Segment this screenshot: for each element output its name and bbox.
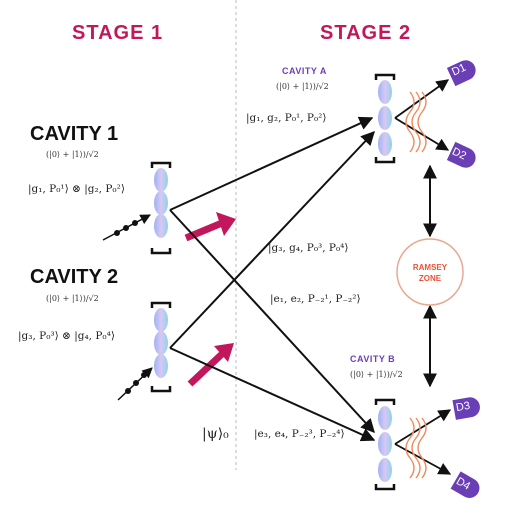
pump-arrow-1 [184,212,236,242]
ramsey-line-1: RAMSEY [412,263,448,272]
atom-beam-1 [102,214,151,241]
cavity-a-superposition: (|0⟩ + |1⟩)/√2 [276,82,329,91]
initial-state-label: |ψ⟩₀ [202,426,229,442]
detector-d3-label: D3 [455,399,471,415]
transfer-arrow-1-to-B [169,209,375,434]
cavity-b-title: CAVITY B [350,354,396,364]
middle-state-lower: |e₁, e₂, P₋₂¹, P₋₂²⟩ [270,293,361,305]
cavity-a-title: CAVITY A [282,66,327,76]
cavity-b-superposition: (|0⟩ + |1⟩)/√2 [350,370,403,379]
detector-d3 [452,397,480,420]
cavity-2-state: |g₃, P₀³⟩ ⊗ |g₄, P₀⁴⟩ [18,330,115,342]
detector-d1 [446,60,476,87]
cavity-1-resonator [150,161,172,255]
emission-waves-a [405,91,427,153]
pump-arrow-2 [187,343,234,387]
cavity-a-state: |g₁, g₂, P₀¹, P₀²⟩ [246,112,327,124]
ramsey-zone-label: RAMSEY ZONE [400,262,460,284]
transfer-arrow-2-to-B [169,347,376,442]
detector-d4 [450,471,480,498]
cavity-1-superposition: (|0⟩ + |1⟩)/√2 [46,150,99,159]
transfer-arrow-2-to-A [169,130,375,349]
middle-state-upper: |g₃, g₄, P₀³, P₀⁴⟩ [268,242,349,254]
output-arrow-B-D3 [394,409,452,445]
output-arrow-A-D2 [394,117,450,151]
transfer-arrow-1-to-A [169,116,374,211]
detector-d2 [446,141,476,168]
stage-2-title: STAGE 2 [320,22,412,44]
cavity-2-superposition: (|0⟩ + |1⟩)/√2 [46,294,99,303]
cavity-b-resonator [374,398,396,491]
cavity-b-state: |e₃, e₄, P₋₂³, P₋₂⁴⟩ [254,428,345,440]
ramsey-zone-circle [396,238,464,306]
ramsey-line-2: ZONE [418,274,442,283]
output-arrow-A-D1 [394,79,450,119]
cavity-a-resonator [374,73,396,164]
atom-beam-2 [117,367,153,401]
cavity-1-state: |g₁, P₀¹⟩ ⊗ |g₂, P₀²⟩ [28,183,125,195]
cavity-2-resonator [150,301,172,393]
stage-1-title: STAGE 1 [72,22,164,44]
emission-waves-b [405,417,427,479]
cavity-2-title: CAVITY 2 [30,266,119,288]
cavity-1-title: CAVITY 1 [30,123,119,145]
